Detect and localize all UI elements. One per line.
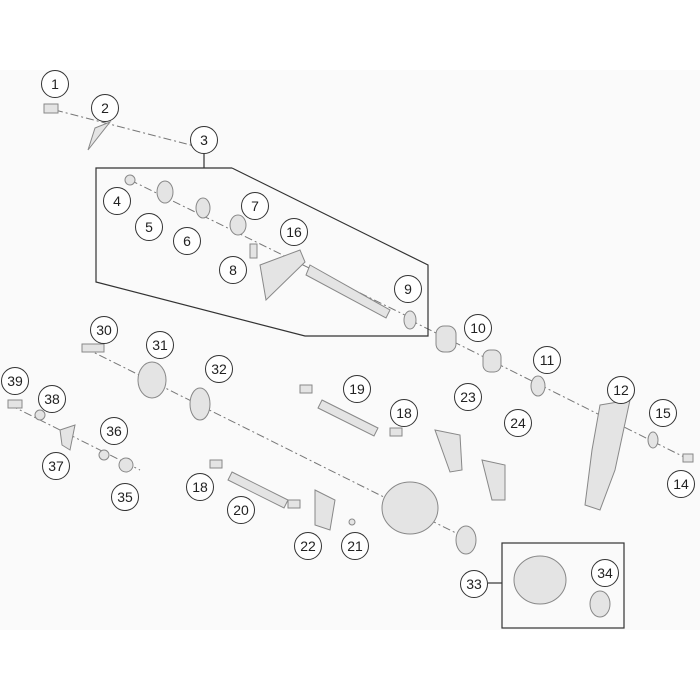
shift-shaft-part — [305, 264, 391, 319]
lever-part — [87, 120, 112, 151]
washer-part — [34, 409, 46, 421]
axis-line — [129, 179, 416, 321]
spring-part — [209, 459, 223, 469]
callout-30[interactable]: 30 — [90, 316, 118, 344]
callout-15[interactable]: 15 — [649, 399, 677, 427]
bolt-part — [682, 453, 694, 463]
callout-4[interactable]: 4 — [103, 187, 131, 215]
callout-9[interactable]: 9 — [394, 275, 422, 303]
spring-part — [249, 243, 258, 259]
callout-12[interactable]: 12 — [607, 376, 635, 404]
callout-8[interactable]: 8 — [219, 256, 247, 284]
callout-1[interactable]: 1 — [41, 70, 69, 98]
spring-part — [195, 197, 211, 219]
callout-35[interactable]: 35 — [111, 483, 139, 511]
callout-16[interactable]: 16 — [280, 218, 308, 246]
callout-33[interactable]: 33 — [460, 570, 488, 598]
shift-fork-part — [481, 459, 506, 501]
callout-32[interactable]: 32 — [205, 355, 233, 383]
bushing-part — [482, 349, 502, 373]
bolt-part — [43, 103, 59, 114]
callout-39[interactable]: 39 — [1, 367, 29, 395]
seal-part — [530, 375, 546, 397]
bearing-part — [455, 525, 477, 555]
callout-21[interactable]: 21 — [341, 532, 369, 560]
bearing-part — [589, 590, 611, 618]
roller-part — [98, 449, 110, 461]
callout-24[interactable]: 24 — [504, 409, 532, 437]
callout-18[interactable]: 18 — [186, 473, 214, 501]
callout-31[interactable]: 31 — [146, 331, 174, 359]
spring-part — [287, 499, 301, 509]
bearing-part — [189, 387, 211, 421]
washer-part — [156, 180, 174, 204]
assembly-33-outline — [501, 542, 625, 629]
callout-34[interactable]: 34 — [591, 559, 619, 587]
callout-18[interactable]: 18 — [390, 399, 418, 427]
callout-10[interactable]: 10 — [464, 314, 492, 342]
callout-11[interactable]: 11 — [533, 346, 561, 374]
fork-shaft-part — [317, 399, 379, 437]
callout-14[interactable]: 14 — [667, 470, 695, 498]
callout-38[interactable]: 38 — [38, 385, 66, 413]
spring-part — [118, 457, 134, 473]
fork-shaft-part — [227, 471, 289, 509]
bolt-part — [81, 343, 105, 353]
shift-drum-part — [381, 481, 439, 535]
callout-19[interactable]: 19 — [343, 375, 371, 403]
spring-part — [299, 384, 313, 394]
callout-20[interactable]: 20 — [227, 496, 255, 524]
bolt-part — [7, 399, 23, 409]
axis-line — [409, 319, 691, 461]
detent-lever-part — [59, 424, 76, 451]
shift-star-part — [137, 361, 167, 399]
bushing-part — [435, 325, 457, 353]
assembly-3-outline — [95, 167, 429, 337]
callout-37[interactable]: 37 — [42, 452, 70, 480]
axis-line — [54, 109, 211, 151]
callout-2[interactable]: 2 — [91, 94, 119, 122]
callout-23[interactable]: 23 — [454, 383, 482, 411]
washer-part — [229, 214, 247, 236]
circlip-part — [124, 174, 136, 186]
callout-22[interactable]: 22 — [294, 532, 322, 560]
shift-plate-part — [259, 249, 306, 302]
callout-6[interactable]: 6 — [173, 227, 201, 255]
callout-36[interactable]: 36 — [100, 417, 128, 445]
washer-part — [403, 310, 417, 330]
spring-part — [389, 427, 403, 437]
shift-drum-part — [513, 555, 567, 605]
callout-5[interactable]: 5 — [135, 213, 163, 241]
shift-lever-part — [584, 399, 631, 511]
shift-fork-part — [314, 489, 336, 531]
washer-part — [647, 431, 659, 449]
pin-part — [348, 518, 356, 526]
callout-3[interactable]: 3 — [190, 126, 218, 154]
callout-7[interactable]: 7 — [241, 192, 269, 220]
shift-fork-part — [434, 429, 463, 473]
